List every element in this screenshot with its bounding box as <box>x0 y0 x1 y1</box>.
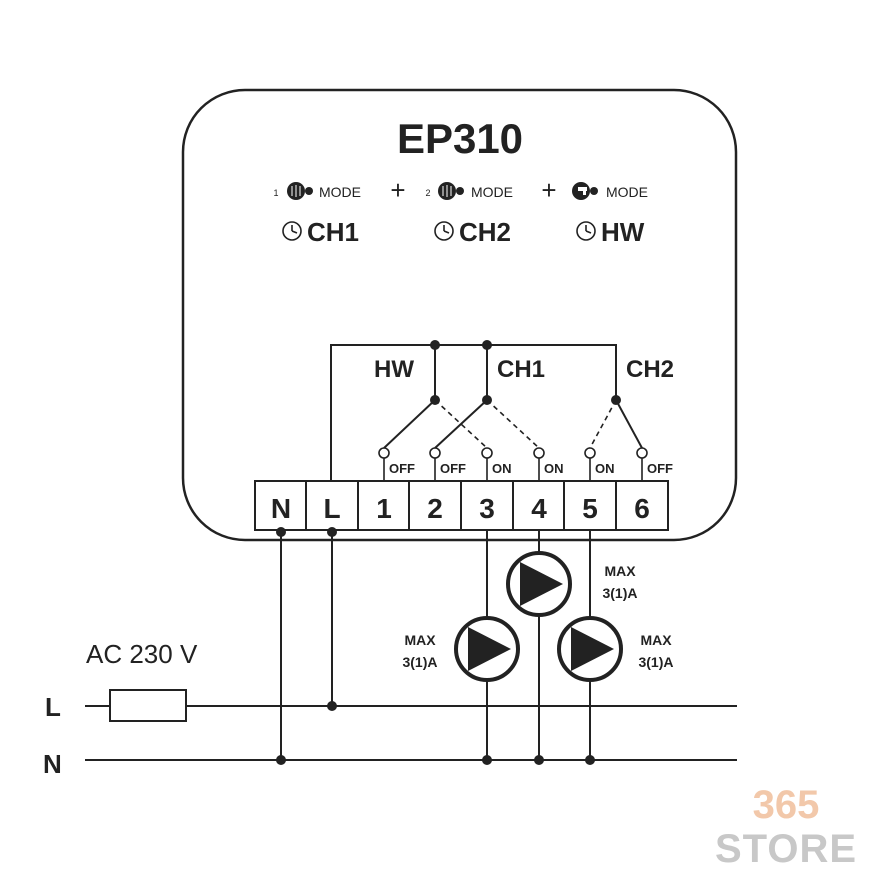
mode-2-dot-icon <box>456 187 464 195</box>
relay-label-ch1: CH1 <box>497 356 545 383</box>
channel-ch1: CH1 <box>307 217 359 247</box>
mode-2-label: MODE <box>471 184 513 200</box>
clock-icon-hw <box>576 221 596 241</box>
channel-ch2: CH2 <box>459 217 511 247</box>
mode-2-index: 2 <box>425 188 430 198</box>
line-n-label: N <box>43 749 62 779</box>
mode-2-button-icon <box>438 182 456 200</box>
clock-icon-ch1 <box>282 221 302 241</box>
terminal-1: 1 <box>376 493 392 524</box>
relay-label-ch2: CH2 <box>626 356 674 383</box>
line-l-label: L <box>45 692 61 722</box>
contact-4-state: ON <box>544 461 564 476</box>
mode-hw-dot-icon <box>590 187 598 195</box>
channel-row: CH1 CH2 HW <box>282 217 645 247</box>
mode-1-dot-icon <box>305 187 313 195</box>
relay-label-hw: HW <box>374 356 414 383</box>
contact-2-state: OFF <box>440 461 466 476</box>
terminal-4: 4 <box>531 493 547 524</box>
terminal-3: 3 <box>479 493 495 524</box>
channel-hw: HW <box>601 217 645 247</box>
pump-center-max: MAX <box>604 563 636 579</box>
pump-right-max: MAX <box>640 632 672 648</box>
terminal-5: 5 <box>582 493 598 524</box>
terminal-n: N <box>271 493 291 524</box>
mode-hw-label: MODE <box>606 184 648 200</box>
contact-1-state: OFF <box>389 461 415 476</box>
contact-5-state: ON <box>595 461 615 476</box>
pump-left-max: MAX <box>404 632 436 648</box>
terminal-l: L <box>323 493 340 524</box>
terminal-2: 2 <box>427 493 443 524</box>
relay-wiring <box>330 340 648 503</box>
external-wiring <box>85 527 737 765</box>
supply-voltage-label: AC 230 V <box>86 639 198 669</box>
mode-1-button-icon <box>287 182 305 200</box>
device-housing <box>181 88 738 542</box>
watermark-word: STORE <box>715 827 857 870</box>
pump-center-rating: 3(1)A <box>602 585 637 601</box>
mode-1-label: MODE <box>319 184 361 200</box>
plus-sign-1: + <box>390 175 405 205</box>
device-title: EP310 <box>397 115 523 162</box>
contact-3-state: ON <box>492 461 512 476</box>
pump-right-rating: 3(1)A <box>638 654 673 670</box>
watermark-number: 365 <box>753 783 820 827</box>
mode-1-index: 1 <box>273 188 278 198</box>
plus-sign-2: + <box>541 175 556 205</box>
pump-left-icon <box>454 616 520 682</box>
fuse <box>109 689 187 722</box>
mode-row: 1 MODE + 2 MODE + MODE <box>273 175 648 205</box>
terminal-6: 6 <box>634 493 650 524</box>
hot-water-tap-icon <box>572 182 590 200</box>
pump-right-icon <box>557 616 623 682</box>
terminal-block: N L 1 2 3 4 5 6 <box>254 480 669 531</box>
contact-6-state: OFF <box>647 461 673 476</box>
clock-icon-ch2 <box>434 221 454 241</box>
pump-center-icon <box>506 551 572 617</box>
pump-left-rating: 3(1)A <box>402 654 437 670</box>
